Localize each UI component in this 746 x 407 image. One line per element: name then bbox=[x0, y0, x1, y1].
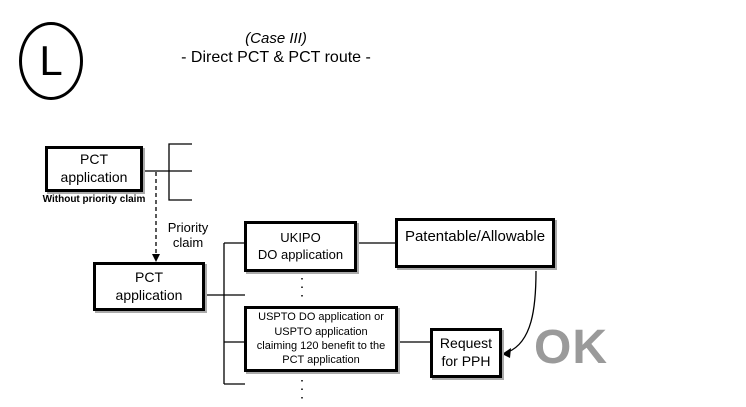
curved-arrowhead-icon bbox=[502, 348, 511, 358]
node-text-line: DO application bbox=[257, 246, 344, 262]
priority-claim-arrowhead-icon bbox=[152, 254, 160, 262]
node-patentable-allowable: Patentable/Allowable bbox=[395, 218, 555, 268]
ok-status-label: OK bbox=[534, 321, 608, 374]
node-text-line: PCT bbox=[135, 268, 163, 285]
priority-claim-line: Priority bbox=[167, 220, 209, 235]
node-text-line: UKIPO bbox=[280, 229, 321, 245]
node-text-line: Request bbox=[439, 335, 493, 352]
node-text-line: for PPH bbox=[441, 353, 491, 369]
node-pct-application-second: PCT application bbox=[93, 262, 205, 311]
node-request-for-pph: Request for PPH bbox=[430, 328, 502, 378]
route-label: - Direct PCT & PCT route - bbox=[181, 48, 371, 66]
curved-arrow-patentable-to-request bbox=[507, 270, 537, 353]
node-text-line: application bbox=[115, 286, 183, 303]
node-text-line: Patentable/Allowable bbox=[404, 228, 546, 246]
badge-letter: L bbox=[39, 37, 63, 84]
slide-letter-badge: L bbox=[19, 22, 83, 100]
node-uspto-do-application: USPTO DO application or USPTO applicatio… bbox=[244, 306, 398, 372]
node-text-line: USPTO application bbox=[274, 325, 368, 338]
title-block: (Case III) - Direct PCT & PCT route - bbox=[126, 30, 426, 67]
node-text-line: application bbox=[60, 169, 128, 185]
node-text-line: USPTO DO application or bbox=[258, 311, 384, 324]
node-pct-application-first: PCT application bbox=[45, 146, 143, 192]
timeline-bracket-top bbox=[168, 143, 192, 201]
node-text-line: PCT bbox=[80, 151, 108, 168]
node-text-line: claiming 120 benefit to the bbox=[256, 340, 386, 352]
priority-claim-label: Priority claim bbox=[158, 220, 218, 251]
priority-claim-line: claim bbox=[172, 234, 204, 250]
case-label: (Case III) bbox=[245, 30, 307, 47]
node-ukipo-do-application: UKIPO DO application bbox=[244, 221, 357, 272]
without-priority-claim-caption: Without priority claim bbox=[42, 194, 146, 205]
node-text-line: PCT application bbox=[282, 354, 360, 367]
